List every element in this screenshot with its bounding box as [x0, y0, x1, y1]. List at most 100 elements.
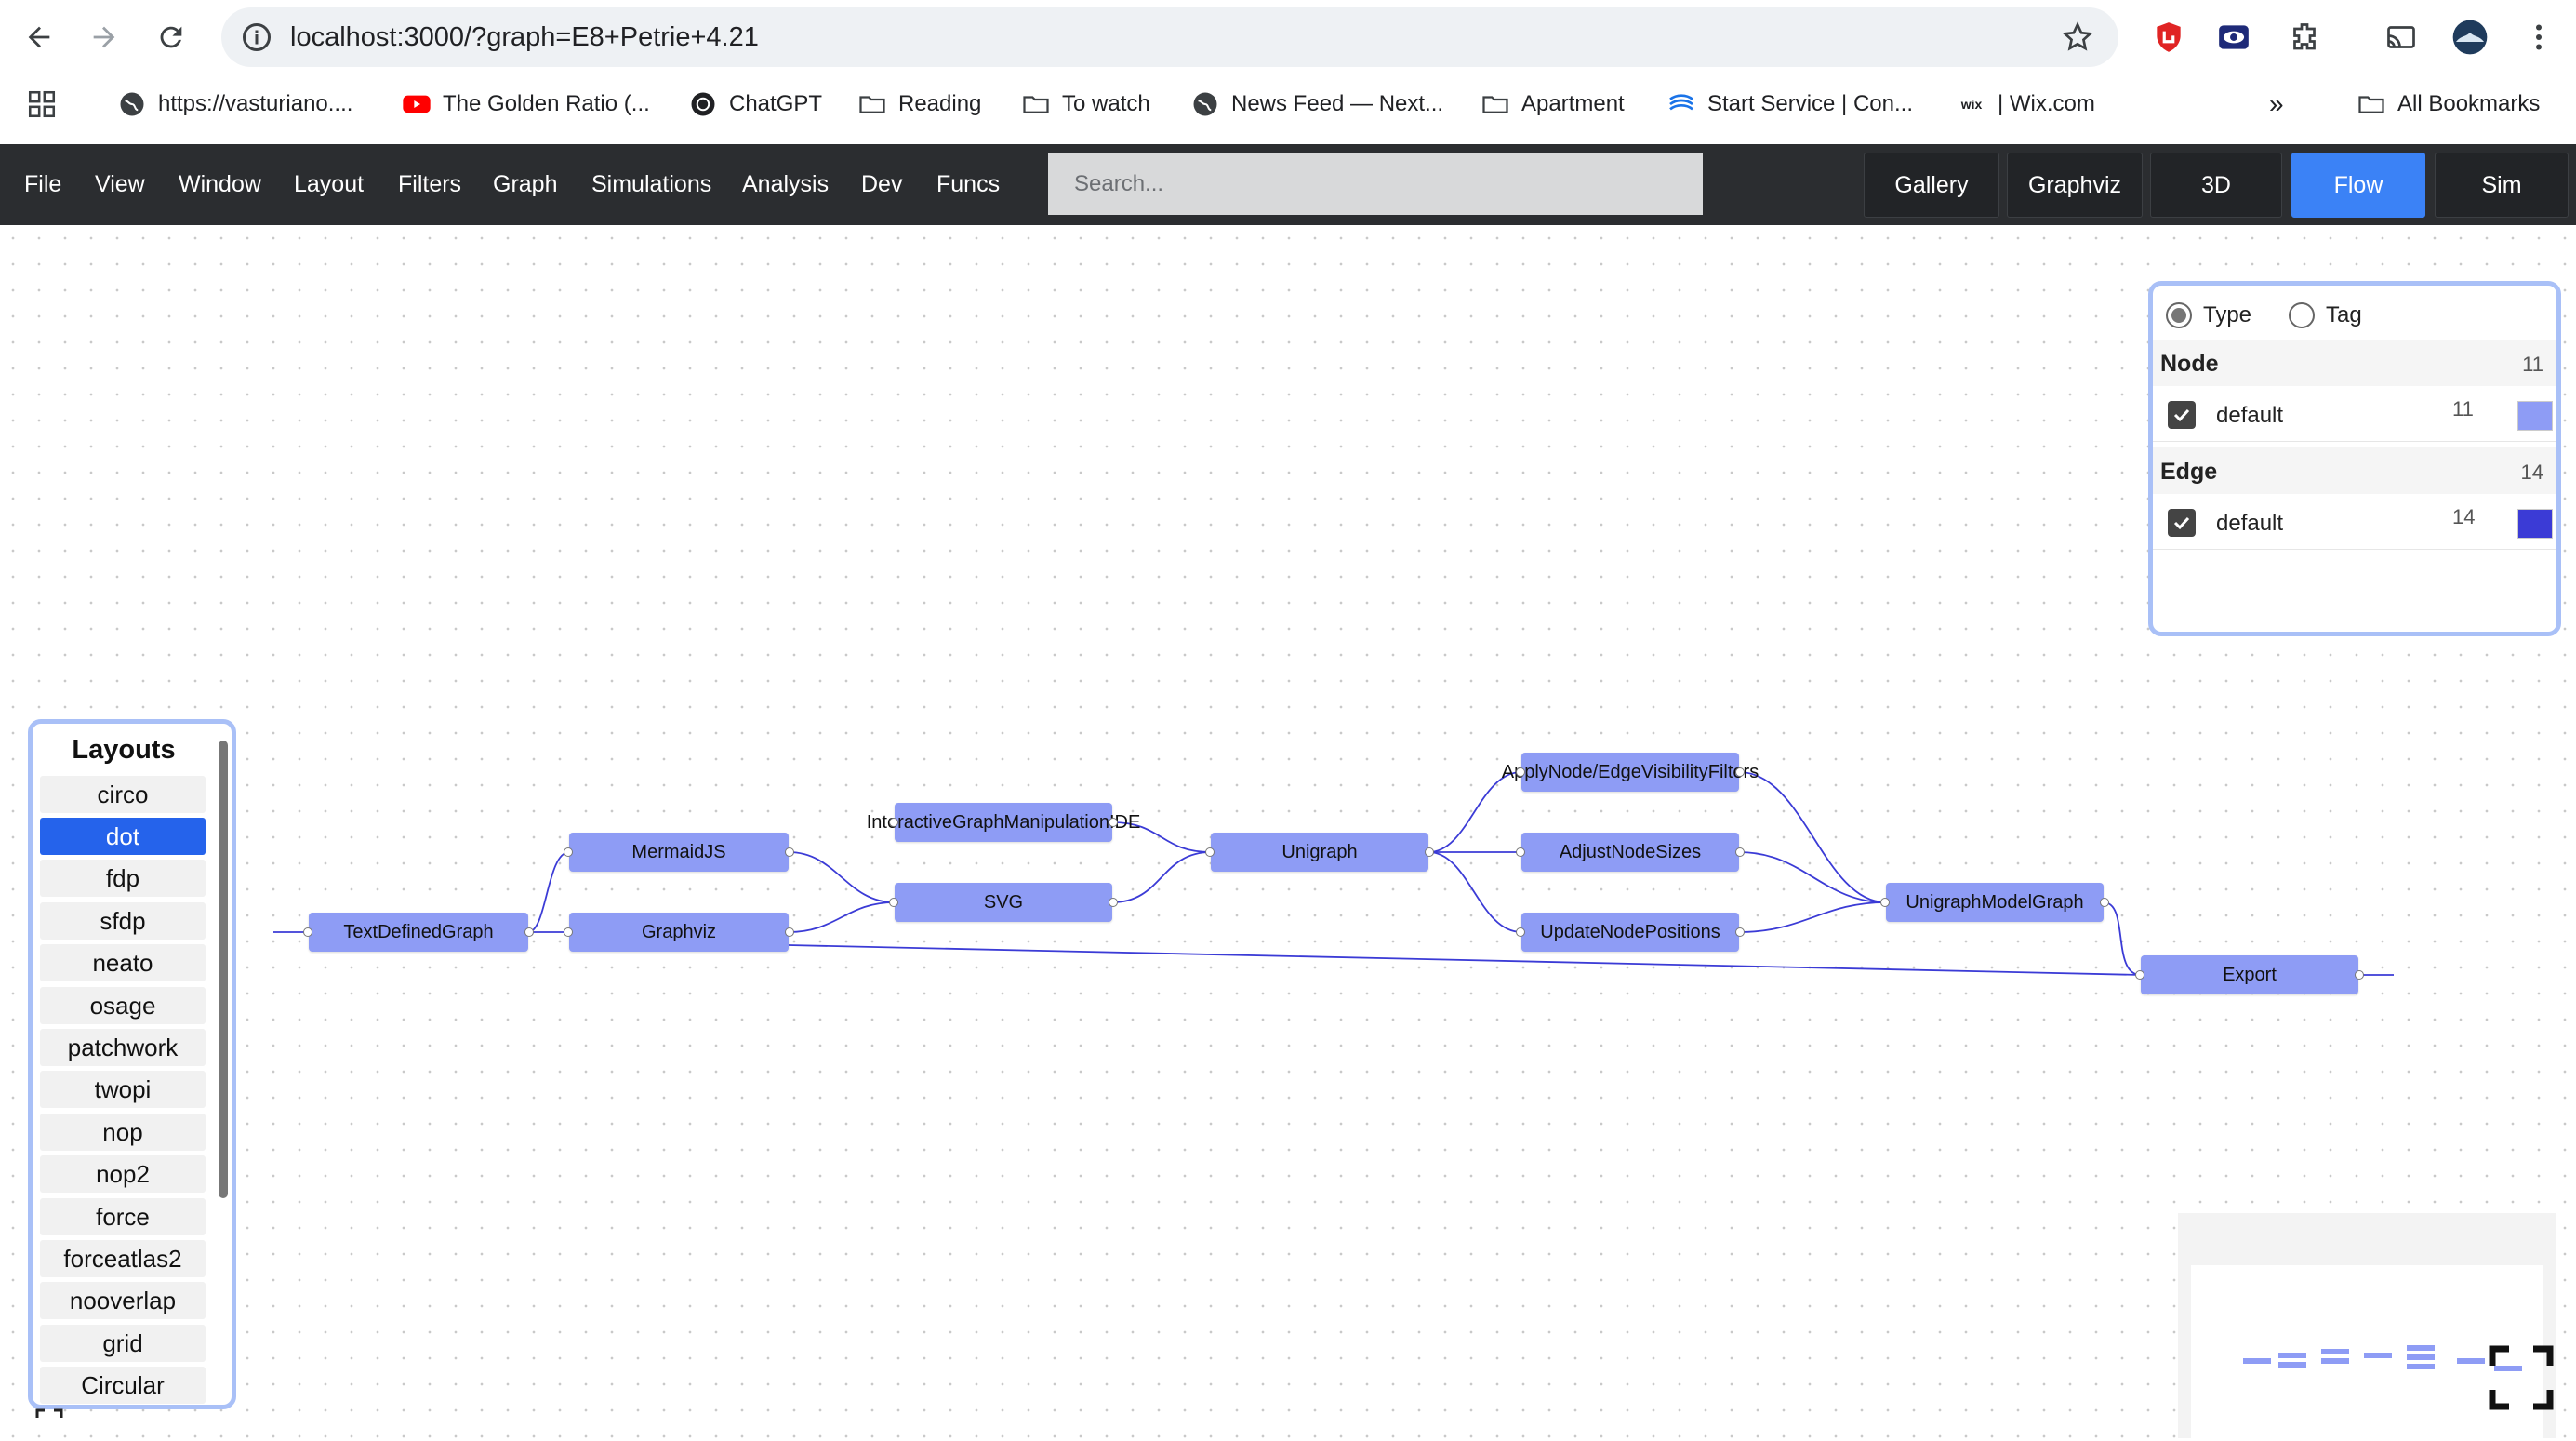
node-handle[interactable] [564, 847, 573, 857]
radio-tag-label[interactable]: Tag [2326, 302, 2362, 327]
menu-layout[interactable]: Layout [294, 171, 365, 197]
node-interactivegraphmanipulationide[interactable]: InteractiveGraphManipulationIDE [867, 803, 1140, 842]
layout-fdp[interactable]: fdp [40, 860, 206, 897]
layout-patchwork[interactable]: patchwork [40, 1029, 206, 1066]
extension-shield-icon[interactable] [2148, 17, 2189, 58]
checkbox-node-default[interactable] [2168, 401, 2196, 429]
search-input[interactable] [1048, 153, 1703, 215]
node-handle[interactable] [524, 927, 534, 937]
layouts-scrollbar[interactable] [219, 741, 228, 1198]
node-handle[interactable] [2100, 898, 2109, 907]
bookmark-chatgpt[interactable]: ChatGPT [688, 86, 822, 123]
layout-grid[interactable]: grid [40, 1325, 206, 1362]
menu-file[interactable]: File [24, 171, 62, 197]
node-handle[interactable] [1205, 847, 1215, 857]
bookmark-vasturiano[interactable]: https://vasturiano.... [117, 86, 352, 123]
node-handle[interactable] [889, 818, 898, 827]
menu-dev[interactable]: Dev [861, 171, 903, 197]
node-handle[interactable] [785, 927, 794, 937]
node-handle[interactable] [2355, 970, 2364, 980]
menu-analysis[interactable]: Analysis [742, 171, 830, 197]
node-mermaidjs[interactable]: MermaidJS [564, 833, 794, 872]
bookmark-start-service[interactable]: Start Service | Con... [1666, 86, 1913, 123]
layout-dot[interactable]: dot [40, 818, 206, 855]
bookmark-news-feed[interactable]: News Feed — Next... [1190, 86, 1443, 123]
star-icon[interactable] [2061, 20, 2094, 54]
radio-type[interactable] [2166, 302, 2192, 328]
back-arrow-icon[interactable] [17, 15, 61, 60]
bookmark-to-watch[interactable]: To watch [1021, 86, 1150, 123]
view-gallery-button[interactable]: Gallery [1864, 153, 1999, 218]
address-bar[interactable]: localhost:3000/?graph=E8+Petrie+4.21 [221, 7, 2118, 67]
node-handle[interactable] [1425, 847, 1434, 857]
bookmark-apartment[interactable]: Apartment [1481, 86, 1625, 123]
fit-view-icon[interactable] [35, 1408, 63, 1436]
legend-edge-row[interactable]: default 14 [2153, 496, 2556, 550]
legend-node-row[interactable]: default 11 [2153, 388, 2556, 442]
menu-simulations[interactable]: Simulations [591, 171, 712, 197]
view-3d-button[interactable]: 3D [2150, 153, 2282, 218]
layout-force[interactable]: force [40, 1198, 206, 1235]
node-handle[interactable] [1109, 898, 1118, 907]
node-handle[interactable] [1735, 767, 1745, 777]
node-color-swatch[interactable] [2517, 401, 2553, 431]
node-handle[interactable] [303, 927, 312, 937]
bookmark-golden-ratio[interactable]: The Golden Ratio (... [402, 86, 650, 123]
node-handle[interactable] [2135, 970, 2144, 980]
node-handle[interactable] [1516, 927, 1525, 937]
view-sim-button[interactable]: Sim [2435, 153, 2569, 218]
node-applynodeedgevisibilityfilters[interactable]: ApplyNode/EdgeVisibilityFilters [1502, 753, 1759, 792]
layout-circo[interactable]: circo [40, 776, 206, 813]
kebab-menu-icon[interactable] [2518, 17, 2559, 58]
node-adjustnodesizes[interactable]: AdjustNodeSizes [1516, 833, 1745, 872]
layout-osage[interactable]: osage [40, 987, 206, 1024]
node-handle[interactable] [1516, 847, 1525, 857]
more-bookmarks-chevron-icon[interactable]: » [2269, 89, 2284, 118]
node-unigraphmodelgraph[interactable]: UnigraphModelGraph [1880, 883, 2109, 922]
site-info-icon[interactable] [240, 20, 273, 54]
menu-window[interactable]: Window [179, 171, 261, 197]
node-unigraph[interactable]: Unigraph [1205, 833, 1434, 872]
reload-icon[interactable] [149, 15, 193, 60]
fullscreen-icon[interactable] [2489, 1345, 2554, 1410]
menu-filters[interactable]: Filters [398, 171, 462, 197]
menu-funcs[interactable]: Funcs [936, 171, 1001, 197]
bookmark-wix[interactable]: wix | Wix.com [1957, 86, 2095, 123]
avatar[interactable] [2450, 17, 2490, 58]
all-bookmarks[interactable]: All Bookmarks [2357, 86, 2540, 123]
checkbox-edge-default[interactable] [2168, 509, 2196, 537]
radio-type-label[interactable]: Type [2203, 302, 2252, 327]
node-handle[interactable] [889, 898, 898, 907]
extension-eye-icon[interactable] [2213, 17, 2254, 58]
view-graphviz-button[interactable]: Graphviz [2007, 153, 2143, 218]
node-handle[interactable] [564, 927, 573, 937]
layout-forceatlas2[interactable]: forceatlas2 [40, 1240, 206, 1277]
layout-neato[interactable]: neato [40, 944, 206, 981]
menu-view[interactable]: View [95, 171, 145, 197]
view-flow-button[interactable]: Flow [2291, 153, 2425, 218]
bookmark-reading[interactable]: Reading [857, 86, 981, 123]
layout-nop[interactable]: nop [40, 1114, 206, 1151]
minimap-viewport[interactable] [2191, 1265, 2543, 1438]
layout-nooverlap[interactable]: nooverlap [40, 1282, 206, 1319]
node-handle[interactable] [1516, 767, 1525, 777]
node-handle[interactable] [1735, 847, 1745, 857]
graph-canvas[interactable]: TextDefinedGraph MermaidJS Graphviz Inte… [0, 225, 2576, 1438]
node-svg[interactable]: SVG [889, 883, 1118, 922]
menu-graph[interactable]: Graph [493, 171, 558, 197]
extensions-puzzle-icon[interactable] [2284, 17, 2325, 58]
forward-arrow-icon[interactable] [82, 15, 126, 60]
node-graphviz[interactable]: Graphviz [564, 913, 794, 952]
cast-icon[interactable] [2381, 17, 2422, 58]
node-export[interactable]: Export [2135, 955, 2364, 994]
radio-tag[interactable] [2289, 302, 2316, 328]
node-textdefinedgraph[interactable]: TextDefinedGraph [303, 913, 534, 952]
node-updatenodepositions[interactable]: UpdateNodePositions [1516, 913, 1745, 952]
layout-twopi[interactable]: twopi [40, 1071, 206, 1108]
node-handle[interactable] [785, 847, 794, 857]
edge-color-swatch[interactable] [2517, 509, 2553, 539]
node-handle[interactable] [1880, 898, 1890, 907]
layout-circular[interactable]: Circular [40, 1367, 206, 1404]
layout-sfdp[interactable]: sfdp [40, 902, 206, 940]
apps-grid-icon[interactable] [26, 86, 58, 123]
